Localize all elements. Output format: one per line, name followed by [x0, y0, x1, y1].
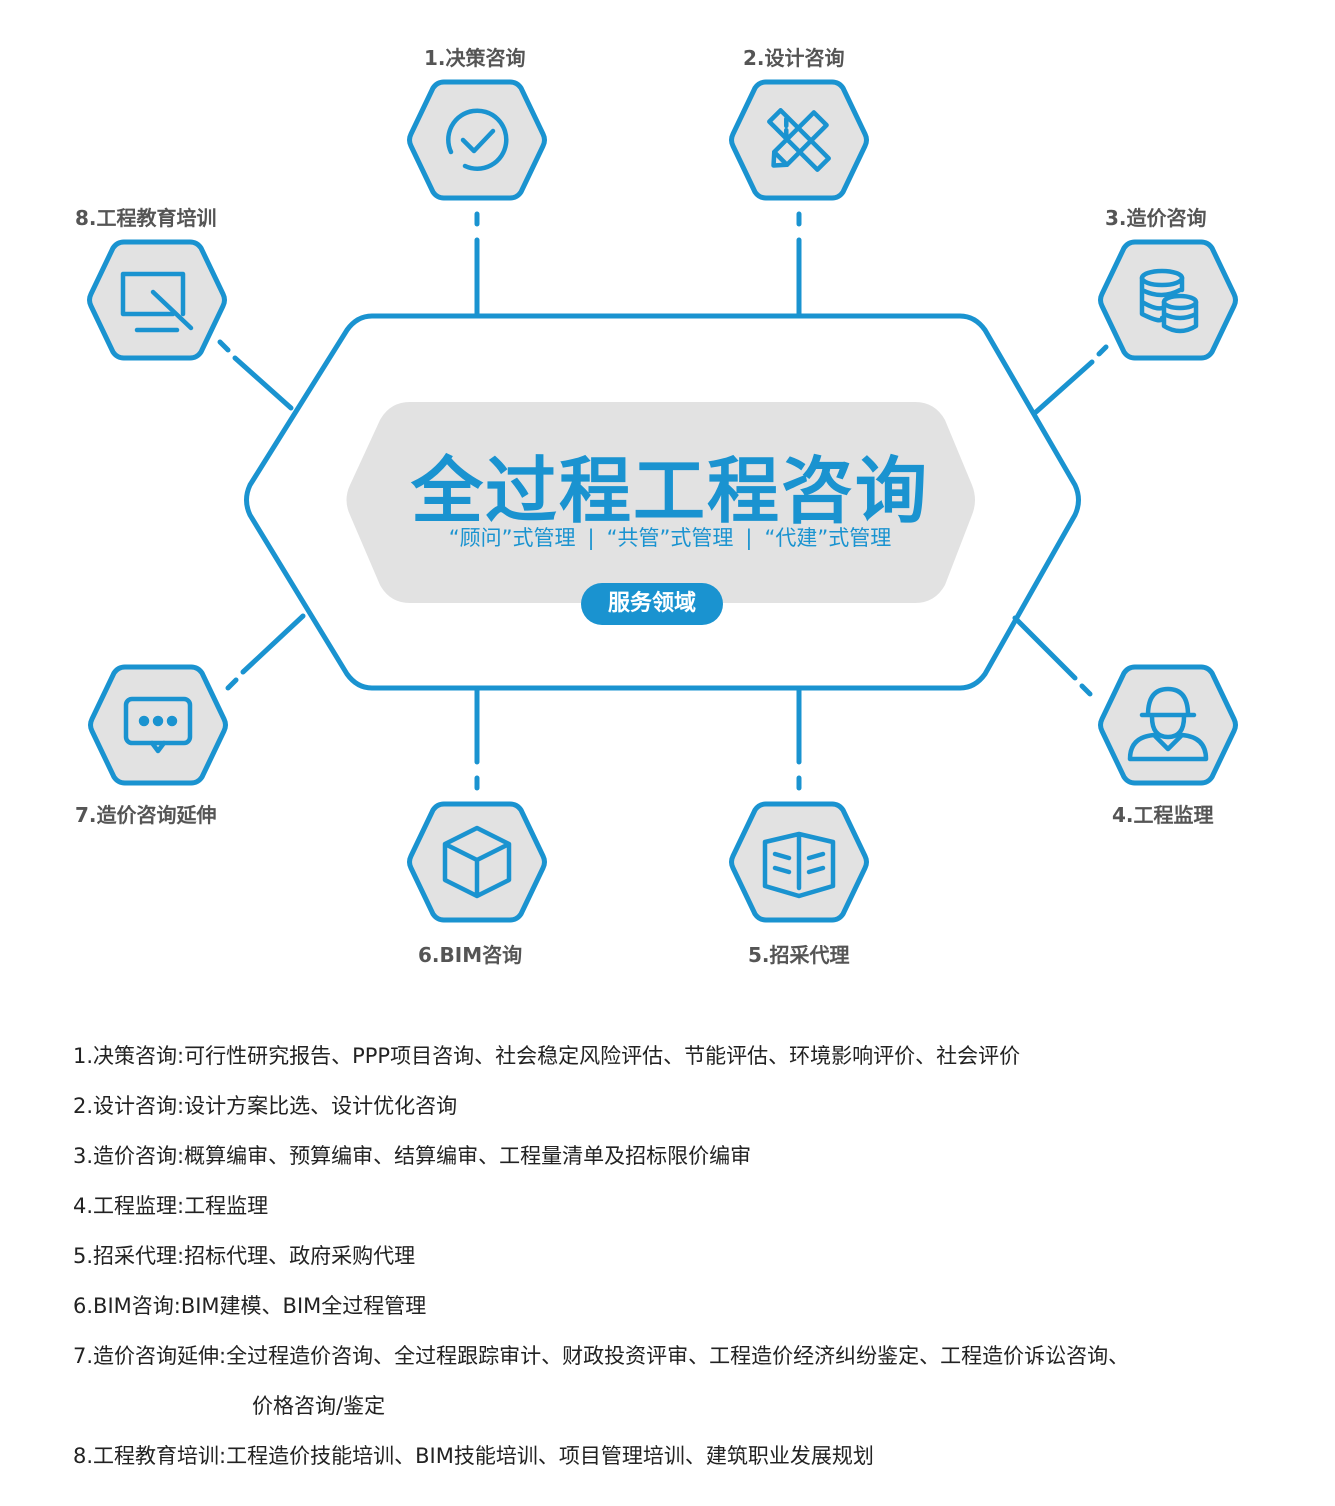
detail-row: 6.BIM咨询:BIM建模、BIM全过程管理: [73, 1294, 427, 1318]
service-area-badge: 服务领域: [581, 583, 723, 625]
detail-row: 2.设计咨询:设计方案比选、设计优化咨询: [73, 1094, 458, 1118]
diagram-graphics: [87, 79, 1238, 923]
detail-row: 8.工程教育培训:工程造价技能培训、BIM技能培训、项目管理培训、建筑职业发展规…: [73, 1444, 874, 1468]
node-label-2: 2.设计咨询: [743, 46, 845, 70]
detail-row-continuation: 价格咨询/鉴定: [252, 1394, 386, 1418]
node-label-7: 7.造价咨询延伸: [75, 803, 217, 827]
service-details-list: 1.决策咨询:可行性研究报告、PPP项目咨询、社会稳定风险评估、节能评估、环境影…: [73, 1038, 1129, 1488]
node-hexagon-6: [407, 801, 547, 923]
detail-row: 1.决策咨询:可行性研究报告、PPP项目咨询、社会稳定风险评估、节能评估、环境影…: [73, 1044, 1021, 1068]
chat-bubble-icon: [123, 696, 193, 754]
separator: |: [587, 526, 595, 550]
mode-agent-build: “代建”式管理: [764, 526, 892, 550]
node-label-3: 3.造价咨询: [1105, 206, 1207, 230]
node-label-5: 5.招采代理: [748, 943, 850, 967]
inner-hexagon: [346, 402, 975, 603]
node-hexagon-8: [87, 239, 227, 361]
mode-consultant: “顾问”式管理: [448, 526, 576, 550]
worker-helmet-icon: [1127, 686, 1209, 762]
check-circle-icon: [446, 108, 509, 171]
main-title: 全过程工程咨询: [410, 449, 929, 533]
ruler-pencil-icon: [767, 108, 831, 172]
node-label-8: 8.工程教育培训: [75, 206, 217, 230]
detail-row: 5.招采代理:招标代理、政府采购代理: [73, 1244, 416, 1268]
node-hexagon-4: [1098, 664, 1238, 786]
monitor-pen-icon: [120, 271, 194, 333]
node-label-1: 1.决策咨询: [424, 46, 526, 70]
separator: |: [745, 526, 753, 550]
open-book-icon: [762, 831, 836, 899]
detail-row: 3.造价咨询:概算编审、预算编审、结算编审、工程量清单及招标限价编审: [73, 1144, 752, 1168]
mode-co-manage: “共管”式管理: [606, 526, 734, 550]
node-hexagon-1: [407, 79, 547, 201]
detail-row: 7.造价咨询延伸:全过程造价咨询、全过程跟踪审计、财政投资评审、工程造价经济纠纷…: [73, 1344, 1130, 1368]
detail-row: 4.工程监理:工程监理: [73, 1194, 269, 1218]
connector-lines: [217, 211, 1109, 791]
outer-hexagon: [244, 313, 1081, 691]
node-hexagon-2: [729, 79, 869, 201]
management-modes: “顾问”式管理 | “共管”式管理 | “代建”式管理: [340, 522, 1000, 552]
node-label-4: 4.工程监理: [1112, 803, 1214, 827]
cube-icon: [442, 825, 512, 899]
node-hexagon-5: [729, 801, 869, 923]
node-label-6: 6.BIM咨询: [418, 943, 523, 967]
database-icon: [1139, 268, 1199, 334]
node-hexagon-3: [1098, 239, 1238, 361]
node-hexagon-7: [88, 664, 228, 786]
